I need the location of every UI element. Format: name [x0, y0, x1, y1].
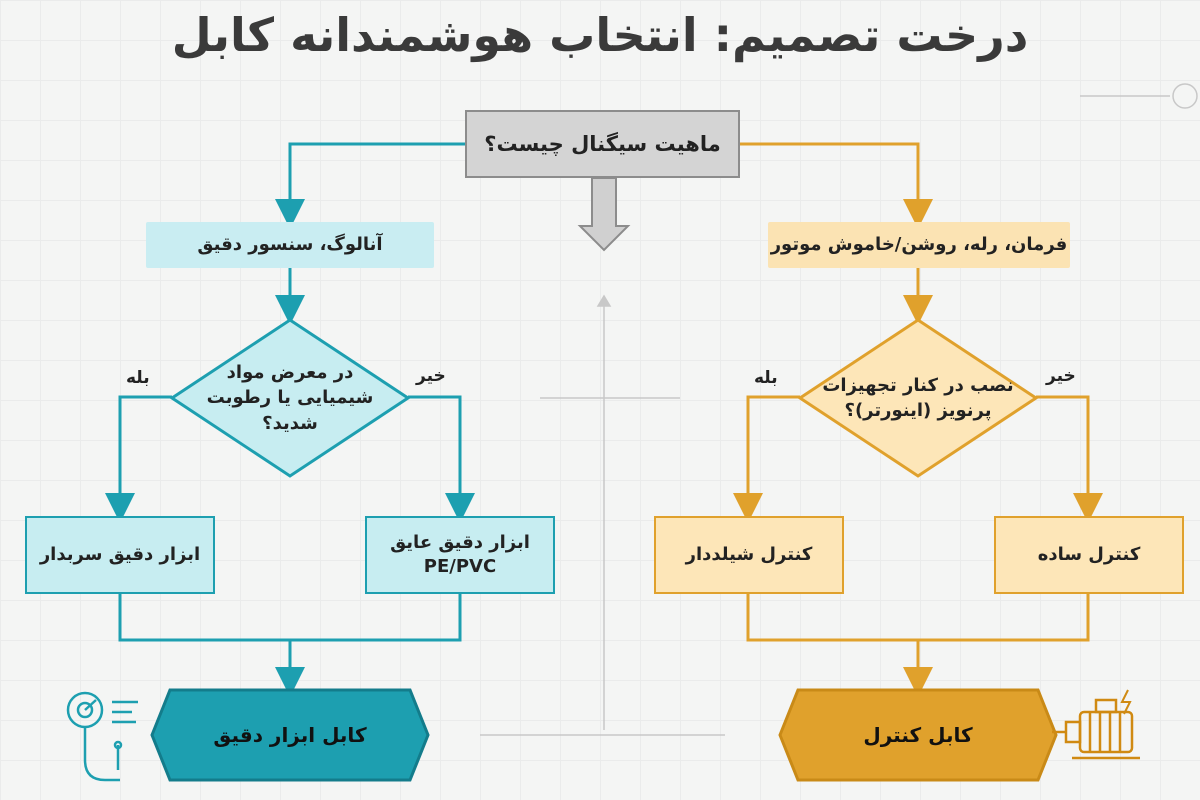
left-final-hexagon	[150, 688, 430, 782]
root-question-box: ماهیت سیگنال چیست؟	[465, 110, 740, 178]
left-no-result-box: ابزار دقیق عایق PE/PVC	[365, 516, 555, 594]
right-yes-result-box: کنترل شیلددار	[654, 516, 844, 594]
right-category-box: فرمان، رله، روشن/خاموش موتور	[768, 222, 1070, 268]
left-yes-label: بله	[126, 368, 150, 388]
right-decision-diamond	[797, 318, 1039, 478]
right-final-label: کابل کنترل	[863, 723, 973, 747]
right-no-result-box: کنترل ساده	[994, 516, 1184, 594]
left-yes-result-box: ابزار دقیق سربدار	[25, 516, 215, 594]
right-connectors	[733, 142, 1103, 697]
right-decision-text: نصب در کنار تجهیزات پرنویز (اینورتر)؟	[822, 374, 1014, 421]
right-yes-label: بله	[754, 368, 778, 388]
left-connectors	[105, 142, 475, 697]
background-guides	[480, 83, 1198, 736]
left-decision-text: در معرض مواد شیمیایی یا رطوبت شدید؟	[206, 362, 374, 434]
right-final-hexagon	[778, 688, 1058, 782]
sensor-gauge-icon	[66, 691, 138, 782]
page-title: درخت تصمیم: انتخاب هوشمندانه کابل	[171, 8, 1029, 62]
motor-icon	[1052, 689, 1140, 760]
left-no-label: خیر	[416, 366, 446, 386]
left-category-box: آنالوگ، سنسور دقیق	[146, 222, 434, 268]
center-down-arrow	[577, 177, 631, 252]
left-final-label: کابل ابزار دقیق	[213, 723, 367, 747]
left-decision-diamond	[169, 318, 411, 478]
right-no-label: خیر	[1046, 366, 1076, 386]
